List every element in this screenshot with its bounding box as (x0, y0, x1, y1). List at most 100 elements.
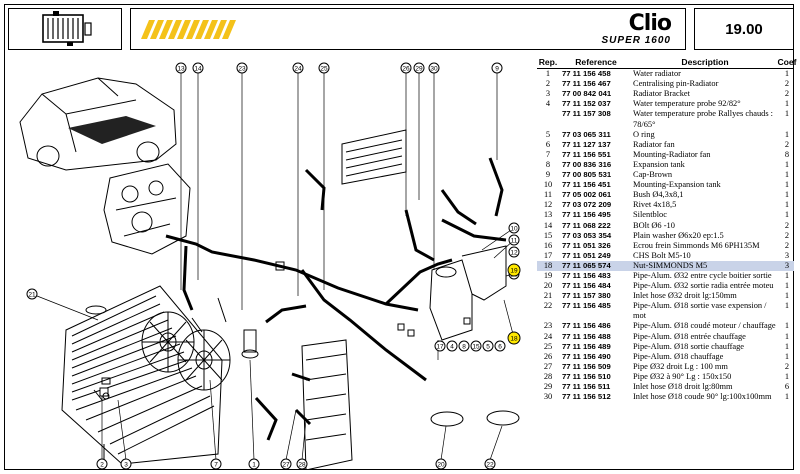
description-cell: Mounting-Radiator fan (633, 149, 711, 159)
description-cell: Cap-Brown (633, 170, 673, 180)
rep-cell: 19 (543, 270, 553, 280)
description-cell: Mounting-Expansion tank (633, 180, 721, 190)
svg-text:8: 8 (462, 344, 466, 351)
callout-4: 4 (446, 340, 458, 352)
rep-cell: 10 (543, 180, 553, 190)
rep-cell: 30 (543, 392, 553, 402)
description-cell: Inlet hose Ø18 coude 90° lg:100x100mm (633, 392, 772, 402)
reference-cell: 77 05 002 061 (562, 190, 612, 200)
coef-cell: 3 (784, 260, 790, 270)
description-cell: Bush Ø4,3x8,1 (633, 190, 684, 200)
reference-cell: 77 03 065 311 (562, 129, 611, 139)
coef-cell: 1 (784, 180, 790, 190)
coef-cell: 2 (784, 361, 790, 371)
rep-cell: 20 (543, 281, 553, 291)
rep-cell: 13 (543, 210, 553, 220)
svg-text:3: 3 (124, 462, 128, 469)
svg-text:5: 5 (486, 344, 490, 351)
svg-text:29: 29 (415, 66, 423, 73)
description-cell: Water radiator (633, 69, 681, 79)
description-cell: Rivet 4x18,5 (633, 200, 677, 210)
description-cell: Water temperature probe Rallyes chauds :… (633, 109, 774, 129)
reference-cell: 77 11 156 488 (562, 331, 611, 341)
description-cell: O ring (633, 129, 655, 139)
description-cell: Pipe-Alum. Ø18 entrée chauffage (633, 331, 746, 341)
description-cell: Water temperature probe 92/82° (633, 99, 741, 109)
rep-cell: 29 (543, 382, 553, 391)
description-cell: Pipe Ø32 à 90° Lg : 150x150 (633, 371, 732, 381)
svg-text:19: 19 (510, 268, 518, 275)
rep-cell: 15 (543, 230, 553, 240)
callout-12: 12 (508, 246, 520, 258)
coef-cell: 1 (784, 170, 790, 180)
description-cell: Pipe-Alum. Ø32 sortie radia entrée moteu (633, 281, 774, 291)
svg-text:14: 14 (194, 66, 202, 73)
rep-cell (537, 109, 559, 129)
rep-cell: 27 (543, 361, 553, 371)
reference-cell: 77 11 152 037 (562, 99, 611, 109)
coef-cell: 2 (784, 89, 790, 99)
coef-cell: 2 (784, 220, 790, 230)
page-number: 19.00 (725, 20, 763, 38)
reference-cell: 77 11 127 137 (562, 139, 611, 149)
coef-cell: 1 (784, 270, 790, 280)
radiator-icon (42, 11, 92, 46)
reference-cell: 77 00 842 041 (562, 89, 612, 99)
description-cell: Pipe-Alum. Ø18 sortie vase expension / m… (633, 301, 767, 321)
description-cell: Pipe-Alum. Ø18 chauffage (633, 351, 724, 361)
callout-30: 30 (428, 62, 440, 74)
col-rep-header: Rep. (538, 57, 558, 67)
callout-26: 26 (400, 62, 412, 74)
callout-20: 20 (435, 458, 447, 470)
coef-cell: 8 (784, 149, 790, 159)
coef-cell: 1 (784, 301, 790, 311)
description-cell: Inlet hose Ø18 droit lg:80mm (633, 382, 733, 391)
yellow-stripes-icon (141, 20, 236, 39)
reference-cell: 77 11 156 486 (562, 321, 611, 331)
svg-text:27: 27 (282, 462, 290, 469)
callout-21: 21 (26, 288, 38, 300)
svg-text:11: 11 (511, 238, 518, 245)
reference-cell: 77 11 051 249 (562, 250, 611, 260)
radiator-logo-box (8, 8, 122, 50)
svg-text:12: 12 (510, 250, 518, 257)
callout-7: 7 (210, 458, 222, 470)
svg-text:17: 17 (436, 344, 444, 351)
svg-text:10: 10 (510, 226, 518, 233)
coef-cell: 6 (784, 382, 790, 391)
small-parts (101, 261, 520, 470)
exploded-diagram: 13 14 23 24 25 26 29 30 9 21 10 11 12 16… (19, 62, 521, 470)
reference-cell: 77 11 065 574 (562, 260, 611, 270)
